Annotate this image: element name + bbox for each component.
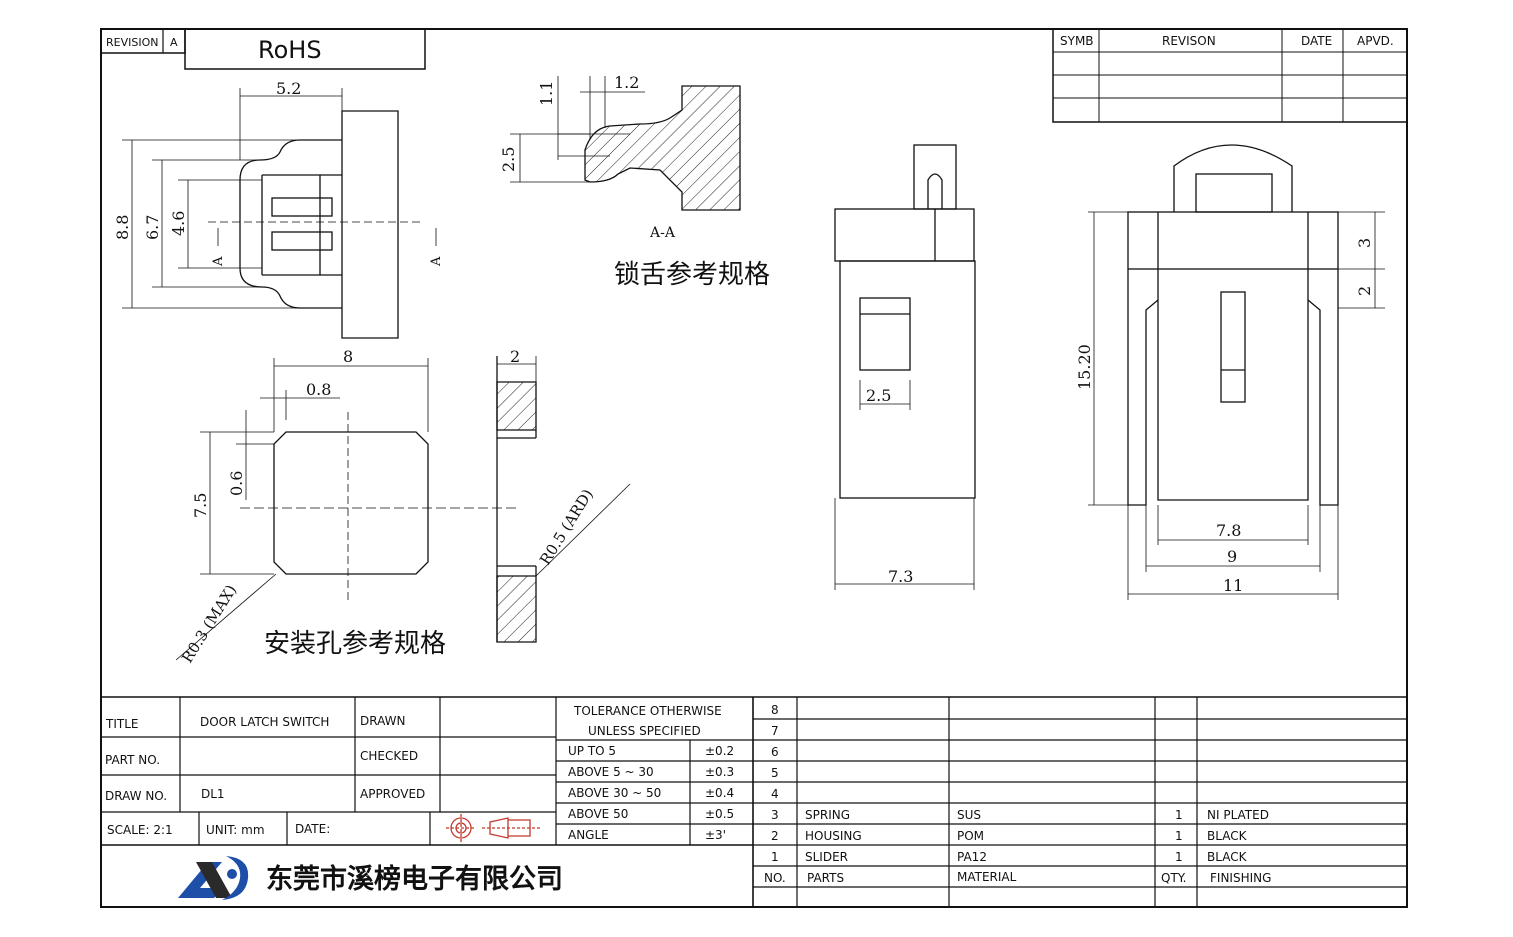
bom-row-no: 3 <box>771 808 779 822</box>
tongue-section-view <box>510 76 741 211</box>
bom-row-no: 4 <box>771 787 779 801</box>
bom-row-finishing: BLACK <box>1207 850 1248 864</box>
bom-header-finishing: FINISHING <box>1210 871 1271 885</box>
bom-row-no: 6 <box>771 745 779 759</box>
bom-header-qty: QTY. <box>1161 871 1187 885</box>
bom-row-material: POM <box>957 829 984 843</box>
bom-header-material: MATERIAL <box>957 870 1017 884</box>
bom-row-parts: SPRING <box>805 808 850 822</box>
dim-hole-offset: 0.8 <box>306 380 331 399</box>
bom-row-finishing: NI PLATED <box>1207 808 1269 822</box>
dim-hole-height: 7.5 <box>191 493 210 518</box>
dim-front-slot: 2.5 <box>866 386 891 405</box>
revision-label: REVISION <box>106 36 158 49</box>
bom-row-no: 5 <box>771 766 779 780</box>
title-block-grid <box>101 696 1407 907</box>
bom-row-no: 2 <box>771 829 779 843</box>
bom-row-finishing: BLACK <box>1207 829 1248 843</box>
side-view <box>1088 144 1385 600</box>
bom-row-material: PA12 <box>957 850 987 864</box>
bom-row-qty: 1 <box>1175 808 1183 822</box>
bom-table: 8 7 6 5 4 3 SPRING SUS 1 NI PLATED 2 HOU… <box>764 703 1271 885</box>
bom-row-qty: 1 <box>1175 850 1183 864</box>
dim-height-inner: 4.6 <box>169 211 188 236</box>
bom-row-parts: HOUSING <box>805 829 862 843</box>
dim-side-w2: 9 <box>1227 547 1237 566</box>
dim-side-w3: 11 <box>1223 576 1243 595</box>
revision-value: RoHS <box>258 36 322 64</box>
section-marker-left: A <box>211 256 226 267</box>
tolerance-range: ABOVE 30 ~ 50 <box>568 786 661 800</box>
unit-label: UNIT: mm <box>206 823 265 837</box>
dim-tongue-w: 1.2 <box>614 73 639 92</box>
dim-radius-ard: R0.5 (ARD) <box>536 486 597 568</box>
front-view <box>834 144 976 590</box>
revision-table: SYMB REVISON DATE APVD. <box>1052 28 1408 123</box>
dim-top-width: 5.2 <box>276 79 301 98</box>
tolerance-title-2: UNLESS SPECIFIED <box>588 724 701 738</box>
draw-no-label: DRAW NO. <box>105 789 167 803</box>
title-value: DOOR LATCH SWITCH <box>200 715 329 729</box>
section-marker-right: A <box>429 256 444 267</box>
drawn-label: DRAWN <box>360 714 406 728</box>
panel-section-view <box>496 356 631 643</box>
date-label: DATE: <box>295 822 330 836</box>
bom-row-material: SUS <box>957 808 981 822</box>
dim-side-w1: 7.8 <box>1216 521 1241 540</box>
dim-hole-corner: 0.6 <box>227 471 246 496</box>
dim-side-step: 2 <box>1355 286 1374 296</box>
revision-box: REVISION A RoHS <box>100 28 426 70</box>
tolerance-value: ±0.5 <box>705 807 734 821</box>
dim-radius-max: R0.3 (MAX) <box>178 582 240 667</box>
draw-no-value: DL1 <box>201 787 225 801</box>
dim-side-top: 3 <box>1355 238 1374 248</box>
revision-letter: A <box>170 36 178 49</box>
bom-row-no: 8 <box>771 703 779 717</box>
company-logo <box>178 856 249 900</box>
tolerance-range: UP TO 5 <box>568 744 616 758</box>
bom-row-no: 1 <box>771 850 779 864</box>
part-no-label: PART NO. <box>105 753 160 767</box>
tolerance-value: ±0.3 <box>705 765 734 779</box>
tolerance-value: ±0.4 <box>705 786 734 800</box>
dim-hole-width: 8 <box>343 347 353 366</box>
dim-side-height: 15.20 <box>1075 344 1094 390</box>
approved-label: APPROVED <box>360 787 425 801</box>
bom-header-no: NO. <box>764 871 786 885</box>
sheet-border <box>100 28 1408 908</box>
rev-header-revison: REVISON <box>1162 34 1216 48</box>
projection-symbol-icon <box>446 814 540 842</box>
caption-mount-hole: 安装孔参考规格 <box>264 629 446 659</box>
tolerance-value: ±3' <box>705 828 726 842</box>
rev-header-apvd: APVD. <box>1357 34 1394 48</box>
section-label: A-A <box>649 225 676 241</box>
dim-tongue-thick: 2.5 <box>499 147 518 172</box>
dim-panel-thick: 2 <box>510 347 520 366</box>
company-name: 东莞市溪榜电子有限公司 <box>266 863 563 895</box>
scale-label: SCALE: 2:1 <box>107 823 173 837</box>
dim-tongue-h: 1.1 <box>537 81 556 106</box>
title-label: TITLE <box>105 717 138 731</box>
dim-height-mid: 6.7 <box>143 215 162 240</box>
tolerance-range: ANGLE <box>568 828 609 842</box>
checked-label: CHECKED <box>360 749 418 763</box>
tolerance-range: ABOVE 5 ~ 30 <box>568 765 654 779</box>
profile-view <box>122 88 437 339</box>
bom-row-parts: SLIDER <box>805 850 848 864</box>
tolerance-title-1: TOLERANCE OTHERWISE <box>573 704 722 718</box>
tolerance-range: ABOVE 50 <box>568 807 628 821</box>
tolerance-value: ±0.2 <box>705 744 734 758</box>
rev-header-symb: SYMB <box>1060 34 1094 48</box>
bom-row-no: 7 <box>771 724 779 738</box>
dim-height-outer: 8.8 <box>113 215 132 240</box>
caption-tongue: 锁舌参考规格 <box>614 260 770 290</box>
mount-hole-view <box>175 358 520 661</box>
bom-header-parts: PARTS <box>807 871 844 885</box>
dim-front-width: 7.3 <box>888 567 913 586</box>
rev-header-date: DATE <box>1301 34 1332 48</box>
bom-row-qty: 1 <box>1175 829 1183 843</box>
